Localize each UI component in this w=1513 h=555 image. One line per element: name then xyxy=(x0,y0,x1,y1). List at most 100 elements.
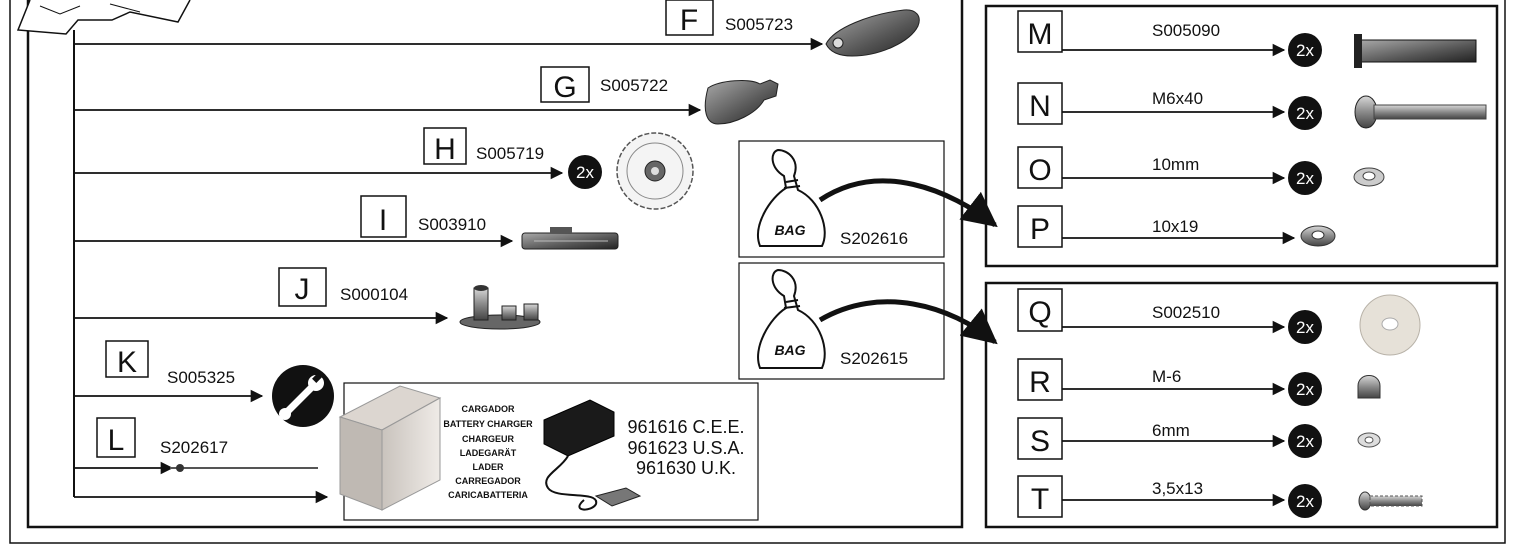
svg-text:CARGADOR: CARGADOR xyxy=(462,404,515,414)
svg-text:M-6: M-6 xyxy=(1152,367,1181,386)
page-frame xyxy=(9,0,1506,544)
svg-text:3,5x13: 3,5x13 xyxy=(1152,479,1203,498)
lock-washer-icon xyxy=(1300,225,1336,247)
part-letter: G xyxy=(553,71,576,104)
svg-text:S005090: S005090 xyxy=(1152,21,1220,40)
part-letter: L xyxy=(108,424,125,457)
bag-1: BAG S202616 xyxy=(738,140,998,258)
stand-mount-icon xyxy=(459,285,541,330)
part-m: M S005090 2x xyxy=(1017,10,1477,68)
charger-box-icon xyxy=(338,385,442,511)
rubber-washer-icon xyxy=(1359,294,1421,356)
quantity-badge xyxy=(1288,33,1322,67)
charger-refs: 961616 C.E.E. 961623 U.S.A. 961630 U.K. xyxy=(627,417,744,478)
part-letter: F xyxy=(680,4,698,37)
part-t: T 3,5x13 2x xyxy=(1017,475,1423,518)
part-code: S005722 xyxy=(600,76,668,95)
washer-icon xyxy=(1353,167,1385,187)
part-code: S202617 xyxy=(160,438,228,457)
reflector-icon xyxy=(521,227,619,250)
bag1-list: M S005090 2x N M6x40 2x O 10mm 2x xyxy=(1017,10,1487,248)
part-code: S000104 xyxy=(340,285,408,304)
bag-2: BAG S202615 xyxy=(738,262,998,380)
bag-icon: BAG xyxy=(757,268,826,369)
svg-text:2x: 2x xyxy=(1296,492,1314,511)
self-tapping-screw-icon xyxy=(1358,491,1423,511)
svg-text:10x19: 10x19 xyxy=(1152,217,1198,236)
part-q: Q S002510 2x xyxy=(1017,288,1421,356)
part-h: H S005719 2x xyxy=(74,127,694,210)
charger-branch: CARGADOR BATTERY CHARGER CHARGEUR LADEGA… xyxy=(74,382,759,521)
quantity-badge xyxy=(1288,310,1322,344)
part-code: S005719 xyxy=(476,144,544,163)
svg-text:M6x40: M6x40 xyxy=(1152,89,1203,108)
charger-adapter-icon xyxy=(543,399,642,511)
part-letter: I xyxy=(379,204,387,237)
box-outline-icon xyxy=(16,0,191,35)
small-washer-icon xyxy=(1357,432,1381,448)
bag-code: S202616 xyxy=(840,229,908,248)
svg-text:10mm: 10mm xyxy=(1152,155,1199,174)
part-n: N M6x40 2x xyxy=(1017,82,1487,130)
part-r: R M-6 2x xyxy=(1017,358,1381,406)
svg-text:6mm: 6mm xyxy=(1152,421,1190,440)
part-i: I S003910 xyxy=(74,195,619,250)
part-f: F S005723 xyxy=(74,0,920,57)
svg-text:961623 U.S.A.: 961623 U.S.A. xyxy=(627,438,744,458)
svg-text:S002510: S002510 xyxy=(1152,303,1220,322)
part-letter: J xyxy=(295,273,310,306)
part-g: G S005722 xyxy=(74,66,779,125)
handguard-right-icon xyxy=(825,9,920,57)
svg-text:LADEGARÄT: LADEGARÄT xyxy=(460,448,517,458)
svg-text:O: O xyxy=(1028,154,1051,187)
svg-text:BATTERY CHARGER: BATTERY CHARGER xyxy=(443,419,533,429)
quantity-badge xyxy=(1288,424,1322,458)
brake-disc-icon xyxy=(616,132,694,210)
svg-text:LADER: LADER xyxy=(473,462,504,472)
svg-text:S: S xyxy=(1030,425,1050,458)
sleeve-nut-icon xyxy=(1354,34,1477,68)
quantity-badge xyxy=(1288,96,1322,130)
part-letter: H xyxy=(434,133,456,166)
part-s: S 6mm 2x xyxy=(1017,417,1381,460)
handguard-left-icon xyxy=(704,79,779,125)
charger-captions: CARGADOR BATTERY CHARGER CHARGEUR LADEGA… xyxy=(443,404,533,500)
svg-text:2x: 2x xyxy=(1296,41,1314,60)
part-code: S003910 xyxy=(418,215,486,234)
quantity-badge xyxy=(568,155,602,189)
svg-text:P: P xyxy=(1030,213,1050,246)
part-p: P 10x19 xyxy=(1017,205,1336,248)
svg-text:961630 U.K.: 961630 U.K. xyxy=(636,458,736,478)
quantity-badge xyxy=(1288,484,1322,518)
bag-icon: BAG xyxy=(757,148,826,247)
bag-arrow xyxy=(818,178,998,228)
svg-text:Q: Q xyxy=(1028,296,1051,329)
cap-nut-icon xyxy=(1357,375,1381,399)
part-code: S005723 xyxy=(725,15,793,34)
part-j: J S000104 xyxy=(74,267,541,330)
svg-text:CHARGEUR: CHARGEUR xyxy=(462,434,515,444)
svg-text:CARICABATTERIA: CARICABATTERIA xyxy=(448,490,528,500)
bag-code: S202615 xyxy=(840,349,908,368)
part-o: O 10mm 2x xyxy=(1017,146,1385,195)
svg-text:M: M xyxy=(1028,18,1053,51)
svg-text:T: T xyxy=(1031,483,1049,516)
wrench-icon xyxy=(272,365,334,427)
part-code: S005325 xyxy=(167,368,235,387)
svg-text:2x: 2x xyxy=(1296,318,1314,337)
svg-text:BAG: BAG xyxy=(774,222,805,238)
quantity-label: 2x xyxy=(576,163,594,182)
part-l: L S202617 xyxy=(74,417,318,475)
quantity-badge xyxy=(1288,161,1322,195)
spoke-rod-icon xyxy=(170,464,318,472)
svg-text:CARREGADOR: CARREGADOR xyxy=(455,476,521,486)
svg-text:R: R xyxy=(1029,366,1051,399)
bag-arrow xyxy=(818,299,998,345)
svg-text:2x: 2x xyxy=(1296,380,1314,399)
part-k: K S005325 xyxy=(74,340,334,427)
svg-text:N: N xyxy=(1029,90,1051,123)
svg-text:BAG: BAG xyxy=(774,342,805,358)
bag2-list: Q S002510 2x R M-6 2x S 6mm 2x T xyxy=(1017,288,1423,518)
part-letter: K xyxy=(117,346,137,379)
